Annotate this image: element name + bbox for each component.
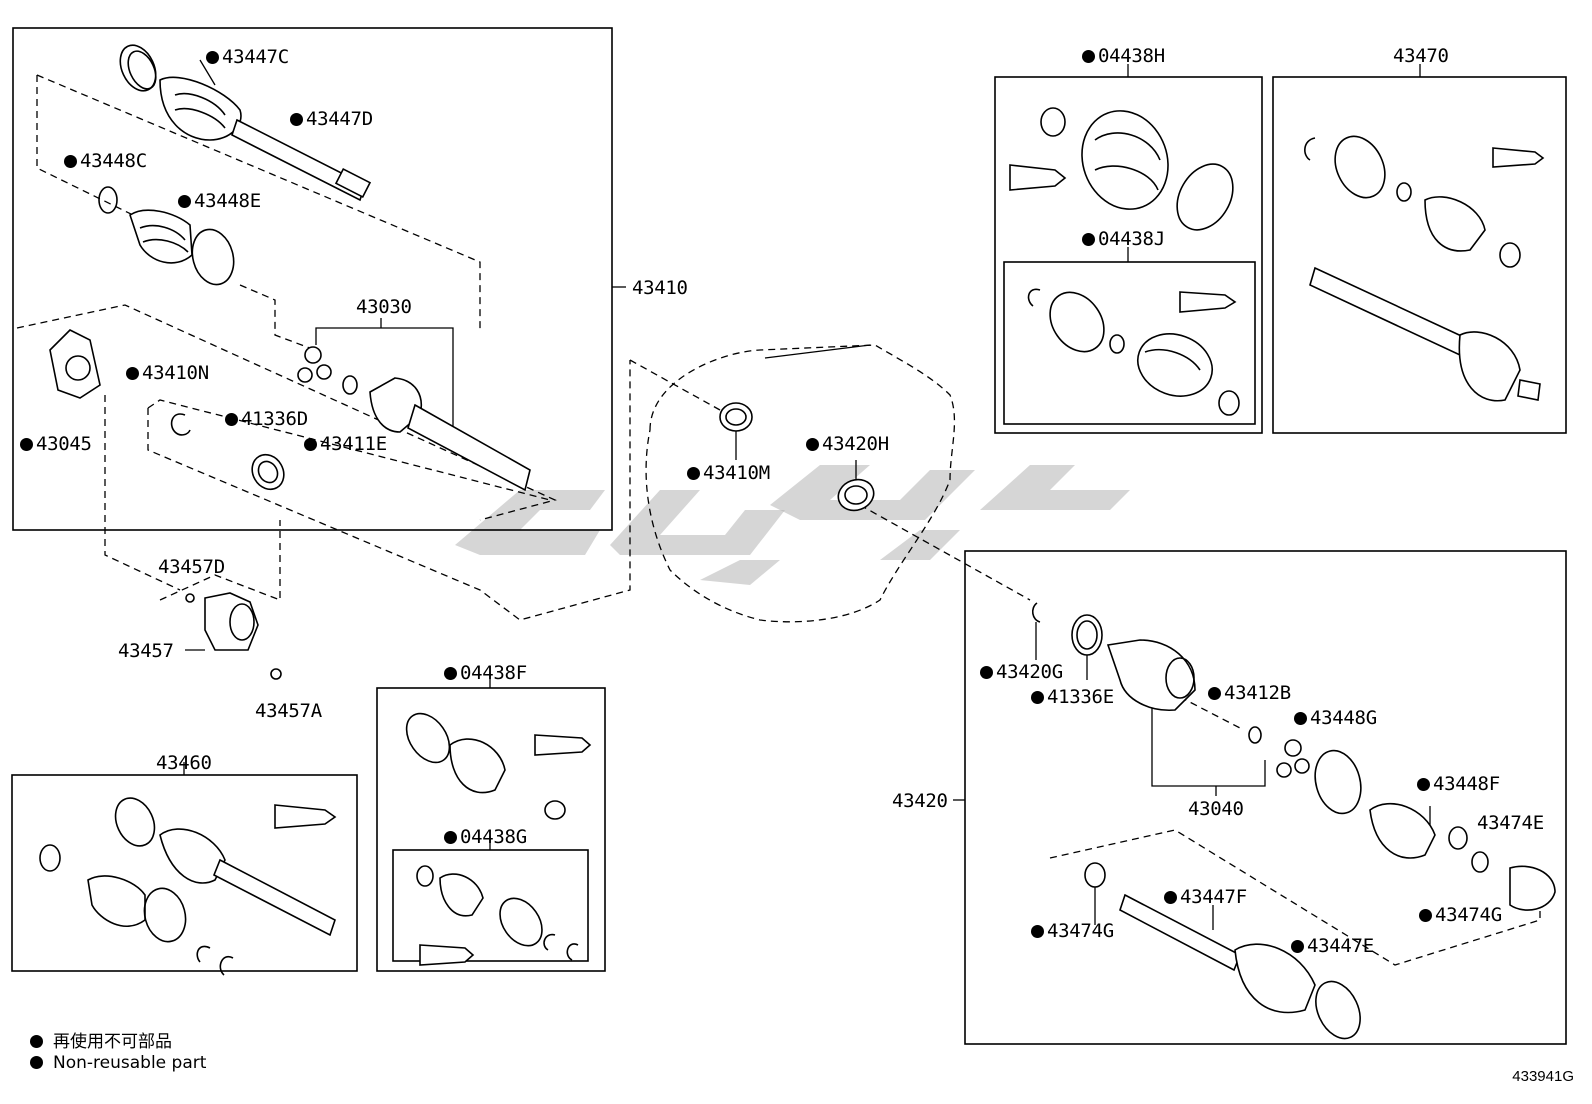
bullet-icon — [1164, 891, 1177, 904]
bullet-icon — [1417, 778, 1430, 791]
callout-41336d: 41336D — [225, 408, 308, 430]
callout-43045: 43045 — [20, 433, 92, 455]
callout-43470: 43470 — [1393, 45, 1449, 67]
callout-43474g-left: 43474G — [1031, 920, 1114, 942]
callout-43447f: 43447F — [1164, 886, 1247, 908]
bullet-icon — [304, 438, 317, 451]
callout-41336e: 41336E — [1031, 686, 1114, 708]
bracket-43457 — [185, 592, 282, 680]
bullet-icon — [1291, 940, 1304, 953]
bullet-icon — [225, 413, 238, 426]
callout-43410: 43410 — [632, 277, 688, 299]
clamp-43448c — [98, 186, 118, 214]
callout-43448g: 43448G — [1294, 707, 1377, 729]
oil-seal-41336d — [251, 453, 285, 491]
bullet-icon — [1208, 687, 1221, 700]
bullet-icon — [444, 667, 457, 680]
drive-shaft-43460 — [39, 797, 337, 976]
box-43410 — [12, 27, 613, 531]
figure-number: 433941G — [1512, 1068, 1574, 1085]
callout-04438f: 04438F — [444, 662, 527, 684]
callout-43447c: 43447C — [206, 46, 289, 68]
box-04438F — [376, 687, 606, 972]
callout-43448f: 43448F — [1417, 773, 1500, 795]
box-04438J — [1003, 261, 1256, 425]
repair-kit-04438f — [405, 712, 592, 820]
bearing-bracket-43045 — [49, 329, 101, 399]
bullet-icon — [806, 438, 819, 451]
bullet-icon — [1082, 50, 1095, 63]
bullet-icon — [1031, 691, 1044, 704]
bullet-icon — [30, 1035, 43, 1048]
bullet-icon — [178, 195, 191, 208]
box-43420 — [964, 550, 1567, 1045]
oil-seal-43410m — [719, 402, 753, 460]
callout-43474g-right: 43474G — [1419, 904, 1502, 926]
bullet-icon — [1419, 909, 1432, 922]
repair-kit-04438h — [1009, 107, 1234, 231]
inboard-boot-43410 — [129, 209, 193, 264]
oil-seal-43420h — [837, 460, 875, 512]
bullet-icon — [1082, 233, 1095, 246]
repair-kit-04438g — [416, 865, 579, 966]
callout-43460: 43460 — [156, 752, 212, 774]
bullet-icon — [1031, 925, 1044, 938]
outboard-joint-43410 — [159, 59, 242, 141]
callout-43447d: 43447D — [290, 108, 373, 130]
callout-04438g: 04438G — [444, 826, 527, 848]
bullet-icon — [126, 367, 139, 380]
tripod-43030 — [297, 346, 332, 383]
snap-ring-43410n — [170, 413, 191, 436]
callout-43420h: 43420H — [806, 433, 889, 455]
drive-shaft-43420 — [1031, 602, 1556, 1040]
boot-clamp-43447c — [119, 44, 157, 92]
callout-43457d: 43457D — [158, 556, 225, 578]
bullet-icon — [1294, 712, 1307, 725]
bullet-icon — [980, 666, 993, 679]
bullet-icon — [687, 467, 700, 480]
snap-ring-43411e — [342, 375, 358, 395]
callout-43457a: 43457A — [255, 700, 322, 722]
legend-jp: 再使用不可部品 — [30, 1027, 172, 1052]
callout-04438h: 04438H — [1082, 45, 1165, 67]
drive-shaft-43470 — [1304, 135, 1545, 402]
callout-43474e: 43474E — [1477, 812, 1544, 834]
callout-43457: 43457 — [118, 640, 174, 662]
shaft-43410 — [231, 118, 372, 202]
callout-43411e: 43411E — [304, 433, 387, 455]
bullet-icon — [206, 51, 219, 64]
callout-04438j: 04438J — [1082, 228, 1165, 250]
repair-kit-04438j — [1027, 288, 1240, 416]
callout-43420g: 43420G — [980, 661, 1063, 683]
bullet-icon — [64, 155, 77, 168]
callout-43412b: 43412B — [1208, 682, 1291, 704]
bullet-icon — [20, 438, 33, 451]
bullet-icon — [290, 113, 303, 126]
legend-en: Non-reusable part — [30, 1053, 206, 1073]
clamp-43448e — [191, 228, 235, 286]
watermark-logo — [455, 465, 1130, 585]
callout-43448e: 43448E — [178, 190, 261, 212]
callout-43410m: 43410M — [687, 462, 770, 484]
callout-43420: 43420 — [892, 790, 948, 812]
callout-43410n: 43410N — [126, 362, 209, 384]
bullet-icon — [444, 831, 457, 844]
callout-43447e: 43447E — [1291, 935, 1374, 957]
callout-43040: 43040 — [1188, 798, 1244, 820]
callout-43030: 43030 — [356, 296, 412, 318]
bullet-icon — [30, 1056, 43, 1069]
inboard-joint-43030 — [369, 377, 531, 492]
callout-43448c: 43448C — [64, 150, 147, 172]
